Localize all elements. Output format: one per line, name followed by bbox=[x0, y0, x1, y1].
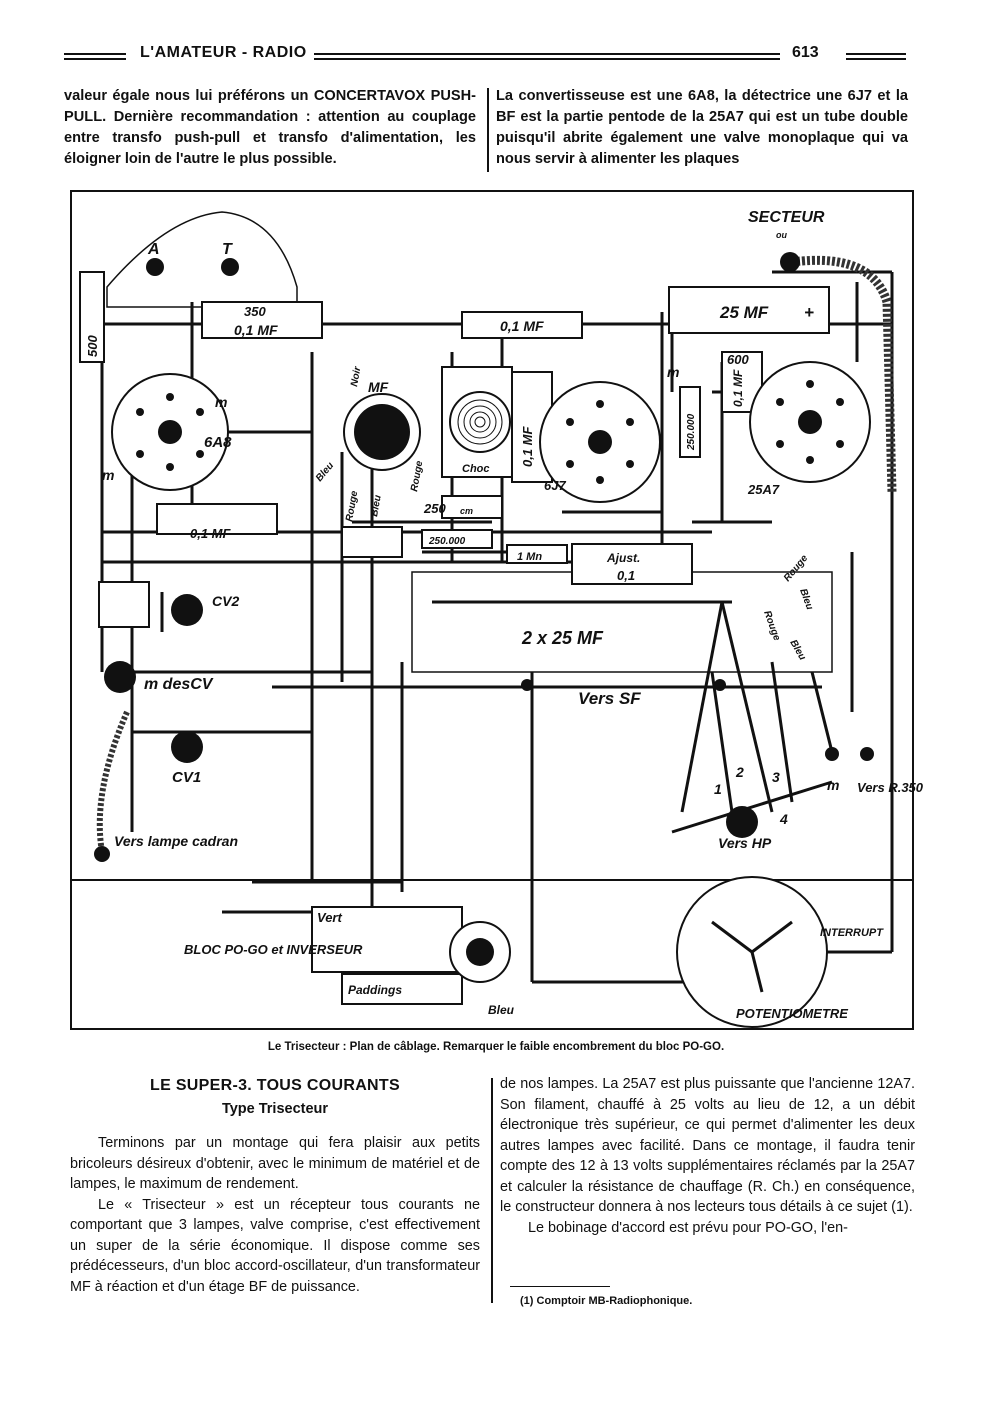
body-left-column: Terminons par un montage qui fera plaisi… bbox=[70, 1133, 480, 1297]
label-2x25: 2 x 25 MF bbox=[521, 628, 604, 648]
label-rouge-right2: Rouge bbox=[761, 609, 782, 642]
wiring-diagram: SECTEUR ou A T 500 350 0,1 MF 0,1 MF 25 … bbox=[70, 190, 924, 1030]
label-6j7: 6J7 bbox=[544, 478, 566, 493]
figure-caption: Le Trisecteur : Plan de câblage. Remarqu… bbox=[267, 1041, 725, 1053]
column-divider-bottom bbox=[491, 1078, 493, 1303]
label-r250: 250 bbox=[423, 501, 446, 516]
label-ajust: Ajust. bbox=[606, 551, 640, 565]
label-n3: 3 bbox=[772, 769, 780, 785]
label-r350: 350 bbox=[244, 304, 266, 319]
top-left-paragraph: valeur égale nous lui préférons un CONCE… bbox=[64, 88, 476, 167]
label-a: A bbox=[147, 241, 160, 258]
label-vert: Vert bbox=[317, 910, 342, 925]
label-c01-mid: 0,1 MF bbox=[500, 318, 544, 334]
label-n2: 2 bbox=[735, 764, 744, 780]
paragraph-2: Le « Trisecteur » est un récepteur tous … bbox=[70, 1196, 480, 1295]
paragraph-3: de nos lampes. La 25A7 est plus puissant… bbox=[500, 1076, 915, 1215]
paragraph-1: Terminons par un montage qui fera plaisi… bbox=[70, 1135, 480, 1192]
top-text-right: La convertisseuse est une 6A8, la détect… bbox=[496, 86, 908, 170]
label-m-left: m bbox=[102, 467, 114, 483]
label-m-hp: m bbox=[827, 777, 839, 793]
label-bleu-mf2: Bleu bbox=[369, 494, 384, 517]
label-cm: cm bbox=[460, 506, 473, 516]
label-t: T bbox=[222, 241, 233, 258]
label-ou: ou bbox=[776, 230, 787, 240]
label-vers-lampe: Vers lampe cadran bbox=[114, 833, 238, 849]
label-6a8: 6A8 bbox=[204, 434, 232, 451]
label-c01-choc: 0,1 MF bbox=[520, 425, 535, 467]
label-rouge-right: Rouge bbox=[782, 553, 811, 584]
label-cv2: CV2 bbox=[212, 593, 239, 609]
paragraph-4: Le bobinage d'accord est prévu pour PO-G… bbox=[528, 1219, 848, 1236]
label-bleu-mf: Bleu bbox=[314, 460, 336, 484]
label-bloc: BLOC PO-GO et INVERSEUR bbox=[184, 942, 363, 957]
column-divider-top bbox=[487, 88, 489, 172]
label-noir: Noir bbox=[349, 365, 363, 388]
label-m-6a8: m bbox=[215, 394, 227, 410]
label-bleu-bloc: Bleu bbox=[488, 1003, 515, 1017]
journal-title: L'AMATEUR - RADIO bbox=[134, 44, 313, 62]
label-m-des-cv: m desCV bbox=[144, 676, 214, 693]
label-r250000-h: 250.000 bbox=[428, 536, 466, 547]
section-title: LE SUPER-3. TOUS COURANTS bbox=[150, 1077, 400, 1094]
label-r500: 500 bbox=[85, 335, 100, 357]
label-vers-sf: Vers SF bbox=[578, 689, 641, 708]
label-vers-hp: Vers HP bbox=[718, 835, 772, 851]
header-rule-left bbox=[64, 53, 126, 60]
label-c25: 25 MF bbox=[719, 303, 769, 322]
label-rouge-mf: Rouge bbox=[344, 490, 360, 523]
top-right-paragraph: La convertisseuse est une 6A8, la détect… bbox=[496, 88, 908, 167]
label-secteur: SECTEUR bbox=[748, 209, 825, 226]
top-text-left: valeur égale nous lui préférons un CONCE… bbox=[64, 86, 476, 170]
header-rule-right bbox=[846, 53, 906, 60]
footnote: (1) Comptoir MB-Radiophonique. bbox=[520, 1295, 693, 1307]
label-mf: MF bbox=[368, 379, 389, 395]
label-c01-left: 0,1 MF bbox=[190, 526, 232, 541]
section-subtitle: Type Trisecteur bbox=[221, 1101, 329, 1117]
label-c01-top: 0,1 MF bbox=[234, 322, 278, 338]
label-m-6j7: m bbox=[667, 364, 679, 380]
label-paddings: Paddings bbox=[348, 983, 402, 997]
label-25a7: 25A7 bbox=[747, 482, 780, 497]
label-r250000-v: 250.000 bbox=[686, 413, 697, 451]
label-n1: 1 bbox=[714, 781, 722, 797]
label-cv1: CV1 bbox=[172, 769, 201, 786]
label-n4: 4 bbox=[779, 811, 788, 827]
label-rouge-mf2: Rouge bbox=[409, 460, 425, 493]
wiring-diagram-svg: SECTEUR ou A T 500 350 0,1 MF 0,1 MF 25 … bbox=[72, 209, 924, 1028]
label-potentiometre: POTENTIOMETRE bbox=[736, 1006, 848, 1021]
label-c01-right: 0,1 MF bbox=[731, 369, 745, 407]
body-right-column: de nos lampes. La 25A7 est plus puissant… bbox=[500, 1074, 915, 1238]
label-bleu-right: Bleu bbox=[797, 587, 815, 611]
label-vers-r350: Vers R.350 bbox=[857, 780, 924, 795]
footnote-rule bbox=[510, 1286, 610, 1287]
label-interrupt: INTERRUPT bbox=[820, 927, 884, 939]
header-rule-middle bbox=[314, 53, 780, 60]
label-ajust-val: 0,1 bbox=[617, 568, 635, 583]
page-number: 613 bbox=[786, 44, 825, 62]
page-header: L'AMATEUR - RADIO 613 bbox=[64, 44, 906, 68]
label-bleu-right2: Bleu bbox=[787, 638, 807, 662]
label-choc: Choc bbox=[462, 463, 490, 475]
label-r600: 600 bbox=[727, 352, 749, 367]
label-plus: + bbox=[804, 303, 814, 322]
label-r1m: 1 Mn bbox=[517, 551, 542, 563]
